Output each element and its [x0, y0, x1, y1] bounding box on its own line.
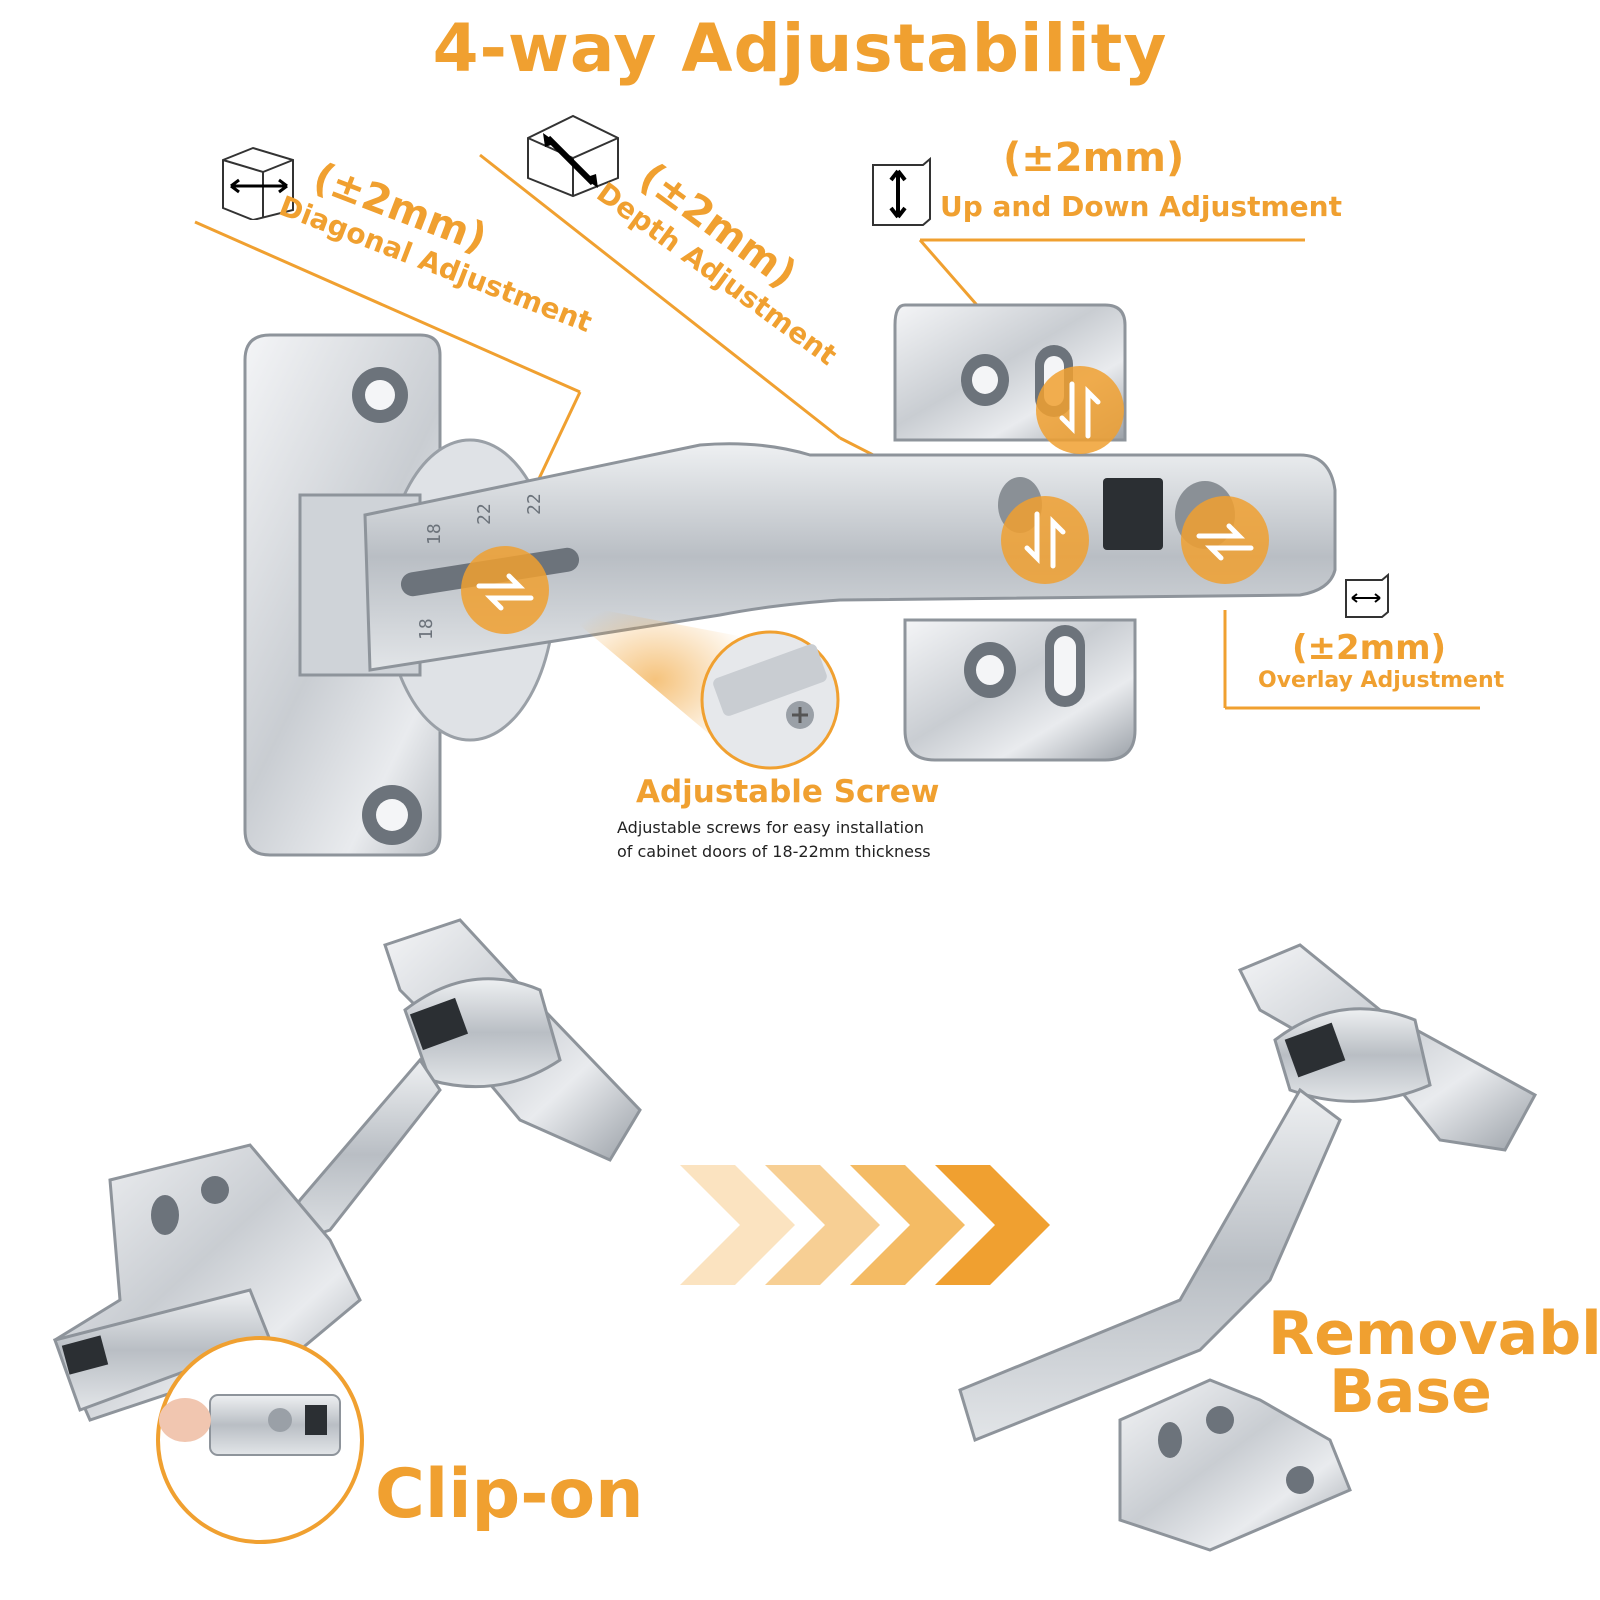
depth-arrow-cube-icon: [527, 114, 619, 198]
horizontal-arrow-cube-icon: [1345, 572, 1389, 618]
scale-mark: 22: [474, 503, 495, 525]
updown-text: Up and Down Adjustment: [940, 190, 1342, 223]
scale-mark: 18: [416, 618, 437, 640]
screw-closeup: [700, 630, 840, 770]
scale-mark: 22: [524, 493, 545, 515]
adjustable-screw-caption: Adjustable screws for easy installation …: [617, 816, 931, 864]
adjustment-points: [461, 366, 1269, 634]
updown-range: (±2mm): [1003, 135, 1185, 181]
scale-mark: 18: [424, 523, 445, 545]
caption-line: of cabinet doors of 18-22mm thickness: [617, 842, 931, 861]
vertical-arrow-cube-icon: [872, 156, 931, 226]
overlay-range: (±2mm): [1292, 628, 1447, 668]
clip-on-label: Clip-on: [375, 1455, 644, 1534]
adjustable-screw-title: Adjustable Screw: [636, 774, 940, 810]
removable-base-label: Removable Base: [1268, 1299, 1600, 1427]
transition-arrows: [680, 1165, 1050, 1285]
removable-line2: Base: [1329, 1357, 1492, 1427]
horizontal-arrow-cube-icon: [222, 146, 294, 220]
clip-on-hinge: [53, 918, 642, 1544]
page-title: 4-way Adjustability: [432, 10, 1168, 87]
removable-line1: Removable: [1268, 1299, 1600, 1369]
overlay-text: Overlay Adjustment: [1258, 668, 1505, 693]
caption-line: Adjustable screws for easy installation: [617, 818, 925, 837]
removable-base-hinge: [958, 943, 1538, 1552]
